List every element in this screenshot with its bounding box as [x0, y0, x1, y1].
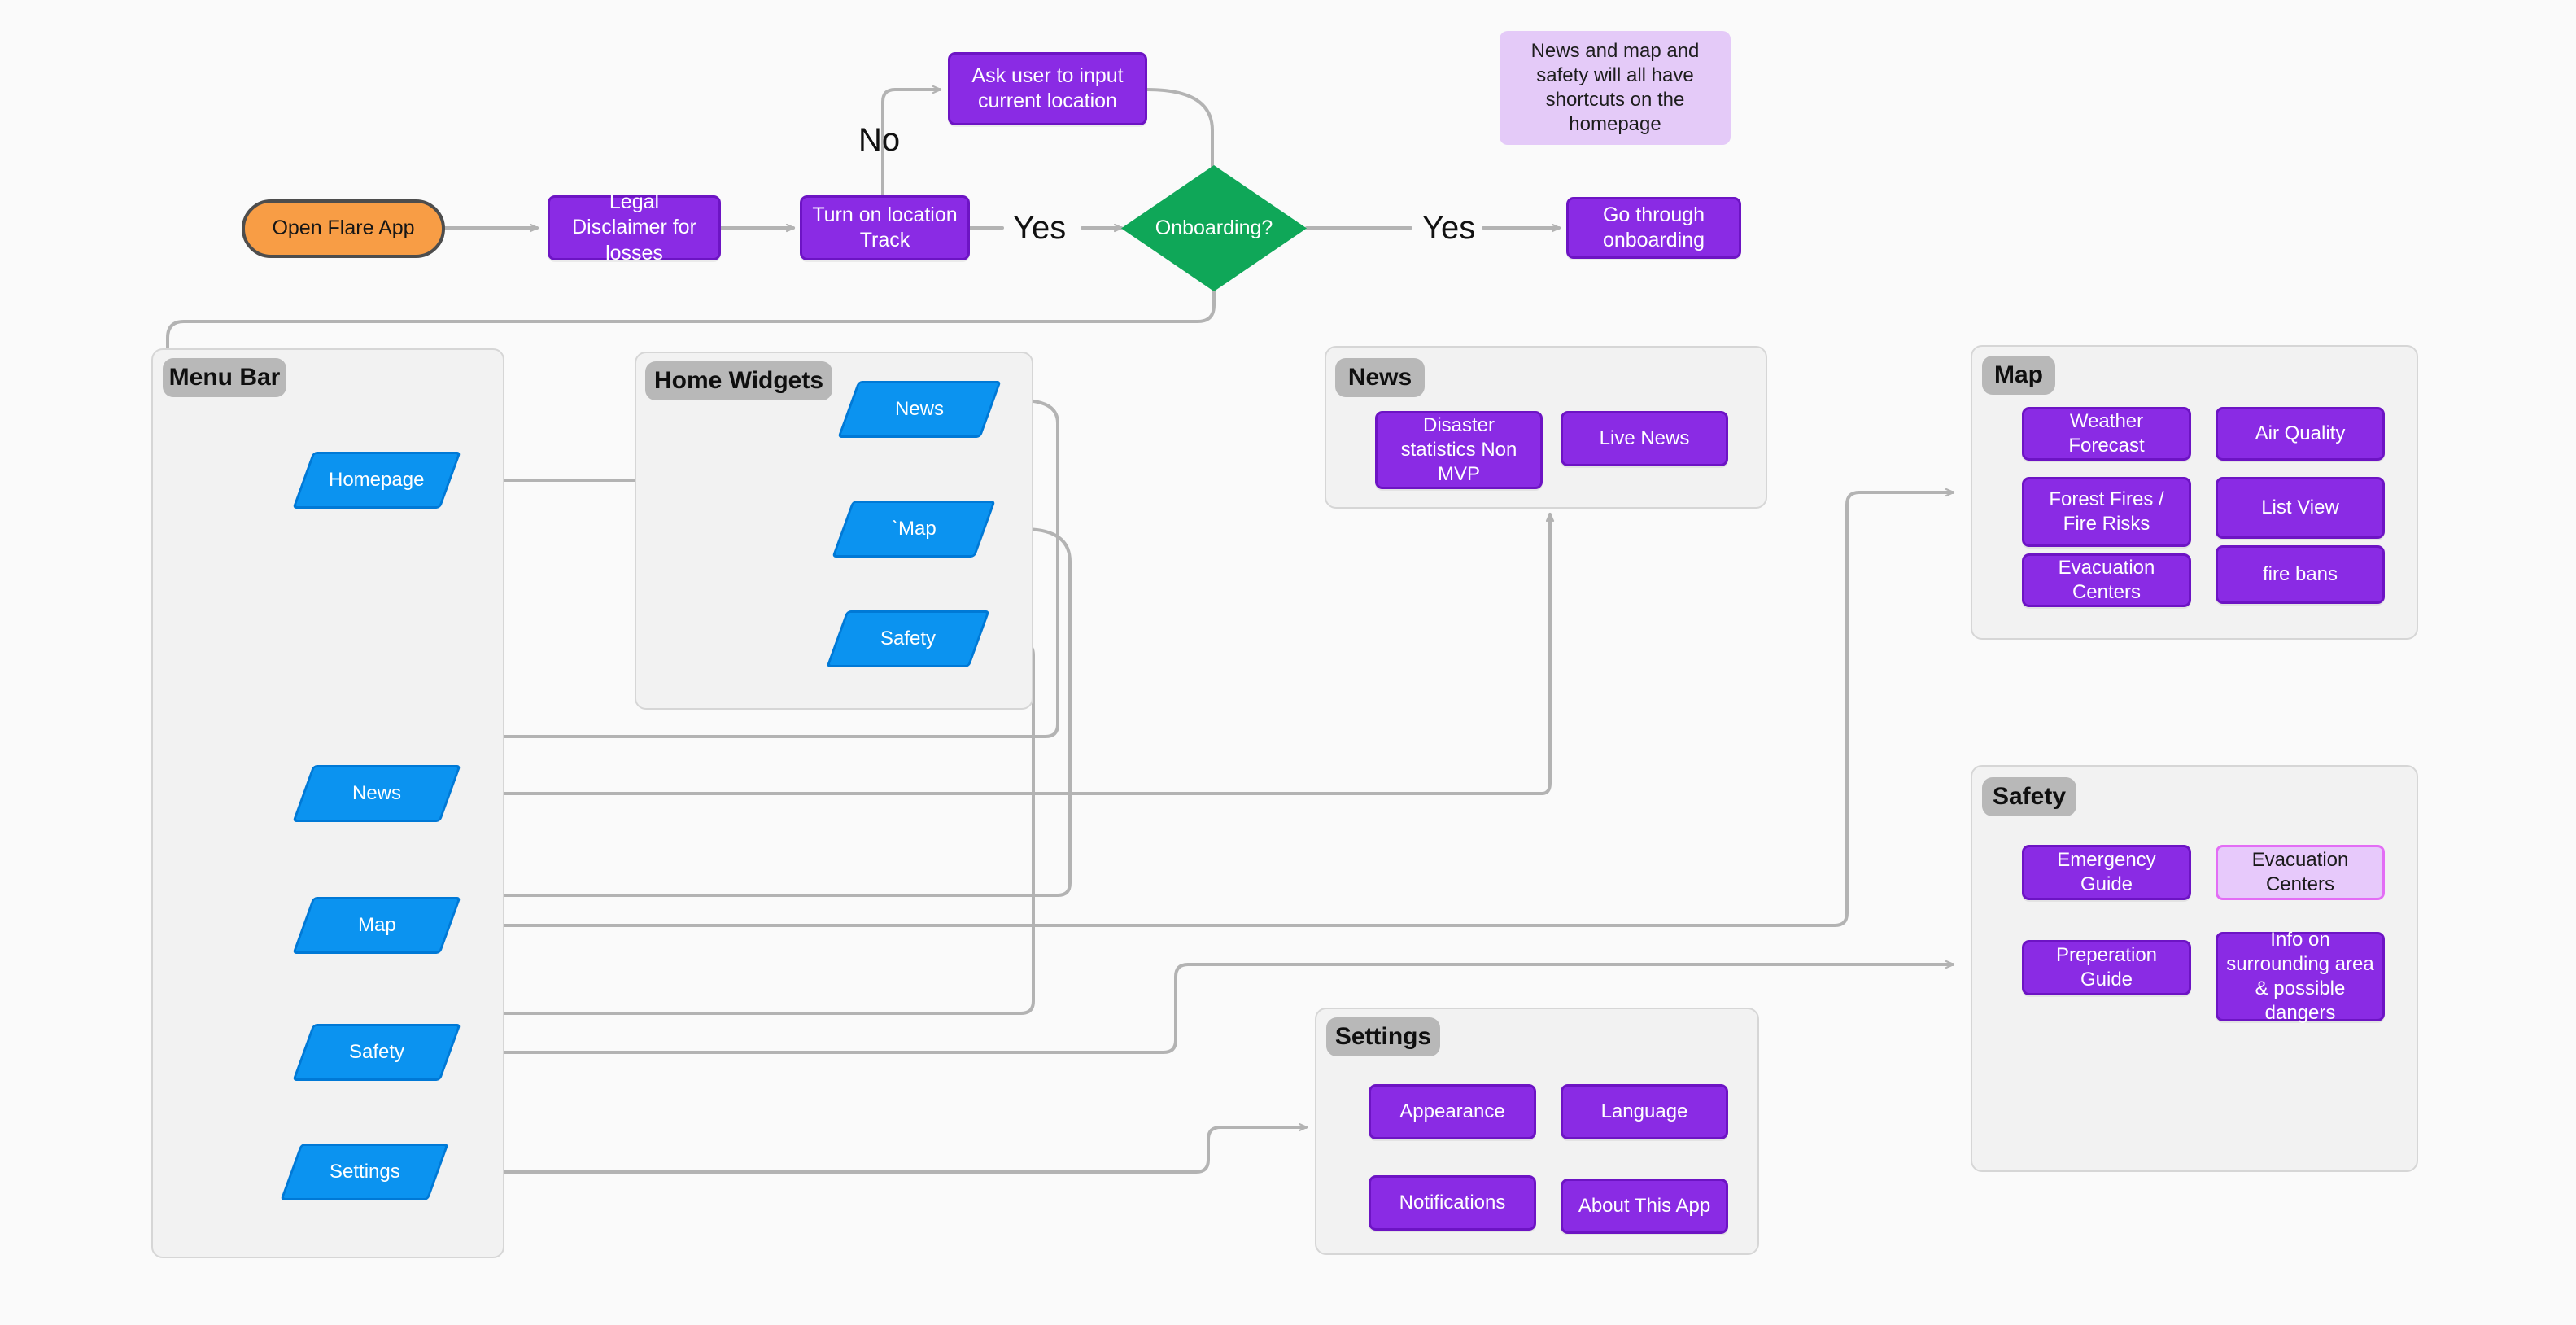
news-item-disaster-statistics[interactable]: Disaster statistics Non MVP [1375, 411, 1543, 489]
map-item-air-quality[interactable]: Air Quality [2216, 407, 2385, 461]
node-onboarding-decision[interactable]: Onboarding? [1121, 165, 1307, 291]
safety-item-evacuation-centers[interactable]: Evacuation Centers [2216, 845, 2385, 900]
safety-item-info-surrounding[interactable]: Info on surrounding area & possible dang… [2216, 929, 2385, 1024]
group-menu-bar-title: Menu Bar [163, 358, 286, 397]
node-ask-user-location-label: Ask user to input current location [971, 63, 1124, 112]
group-safety-panel-title: Safety [1982, 777, 2076, 816]
home-widget-news[interactable]: News [837, 381, 1002, 438]
node-open-flare-app[interactable]: Open Flare App [242, 199, 445, 258]
node-legal-disclaimer[interactable]: Legal Disclaimer for losses [548, 190, 721, 265]
group-news-panel-title: News [1335, 358, 1425, 397]
sidebar-item-homepage[interactable]: Homepage [292, 452, 461, 509]
sidebar-item-news[interactable]: News [292, 765, 461, 822]
news-item-live-news[interactable]: Live News [1561, 411, 1728, 466]
map-item-list-view[interactable]: List View [2216, 477, 2385, 539]
edge-label-yes-right: Yes [1422, 210, 1476, 246]
map-item-forest-fires[interactable]: Forest Fires / Fire Risks [2022, 477, 2191, 547]
edge-label-no: No [858, 122, 901, 158]
node-go-through-onboarding-label: Go through onboarding [1602, 203, 1705, 251]
node-legal-disclaimer-label: Legal Disclaimer for losses [572, 190, 696, 265]
node-ask-user-location[interactable]: Ask user to input current location [948, 52, 1147, 125]
map-item-evacuation-centers[interactable]: Evacuation Centers [2022, 553, 2191, 607]
group-home-widgets-title: Home Widgets [645, 361, 832, 400]
sidebar-item-safety[interactable]: Safety [292, 1024, 461, 1081]
map-item-weather-forecast[interactable]: Weather Forecast [2022, 407, 2191, 461]
group-settings-panel-title: Settings [1326, 1017, 1440, 1056]
node-onboarding-decision-label: Onboarding? [1155, 216, 1273, 239]
settings-item-language[interactable]: Language [1561, 1084, 1728, 1139]
settings-item-about-this-app[interactable]: About This App [1561, 1179, 1728, 1234]
note-shortcuts-on-homepage: News and map and safety will all have sh… [1500, 31, 1731, 145]
node-turn-on-location-track[interactable]: Turn on location Track [800, 195, 970, 260]
group-map-panel-title: Map [1982, 356, 2055, 395]
edge-label-yes-left: Yes [1013, 210, 1067, 246]
map-item-fire-bans[interactable]: fire bans [2216, 545, 2385, 604]
home-widget-map[interactable]: `Map [832, 501, 996, 558]
node-turn-on-location-track-label: Turn on location Track [812, 203, 958, 251]
safety-item-emergency-guide[interactable]: Emergency Guide [2022, 845, 2191, 900]
sidebar-item-settings[interactable]: Settings [280, 1144, 449, 1200]
settings-item-notifications[interactable]: Notifications [1369, 1175, 1536, 1231]
node-open-flare-app-label: Open Flare App [272, 216, 415, 240]
note-shortcuts-label: News and map and safety will all have sh… [1530, 40, 1700, 135]
home-widget-safety[interactable]: Safety [826, 610, 990, 667]
safety-item-preperation-guide[interactable]: Preperation Guide [2022, 940, 2191, 995]
sidebar-item-map[interactable]: Map [292, 897, 461, 954]
settings-item-appearance[interactable]: Appearance [1369, 1084, 1536, 1139]
node-go-through-onboarding[interactable]: Go through onboarding [1566, 197, 1741, 259]
